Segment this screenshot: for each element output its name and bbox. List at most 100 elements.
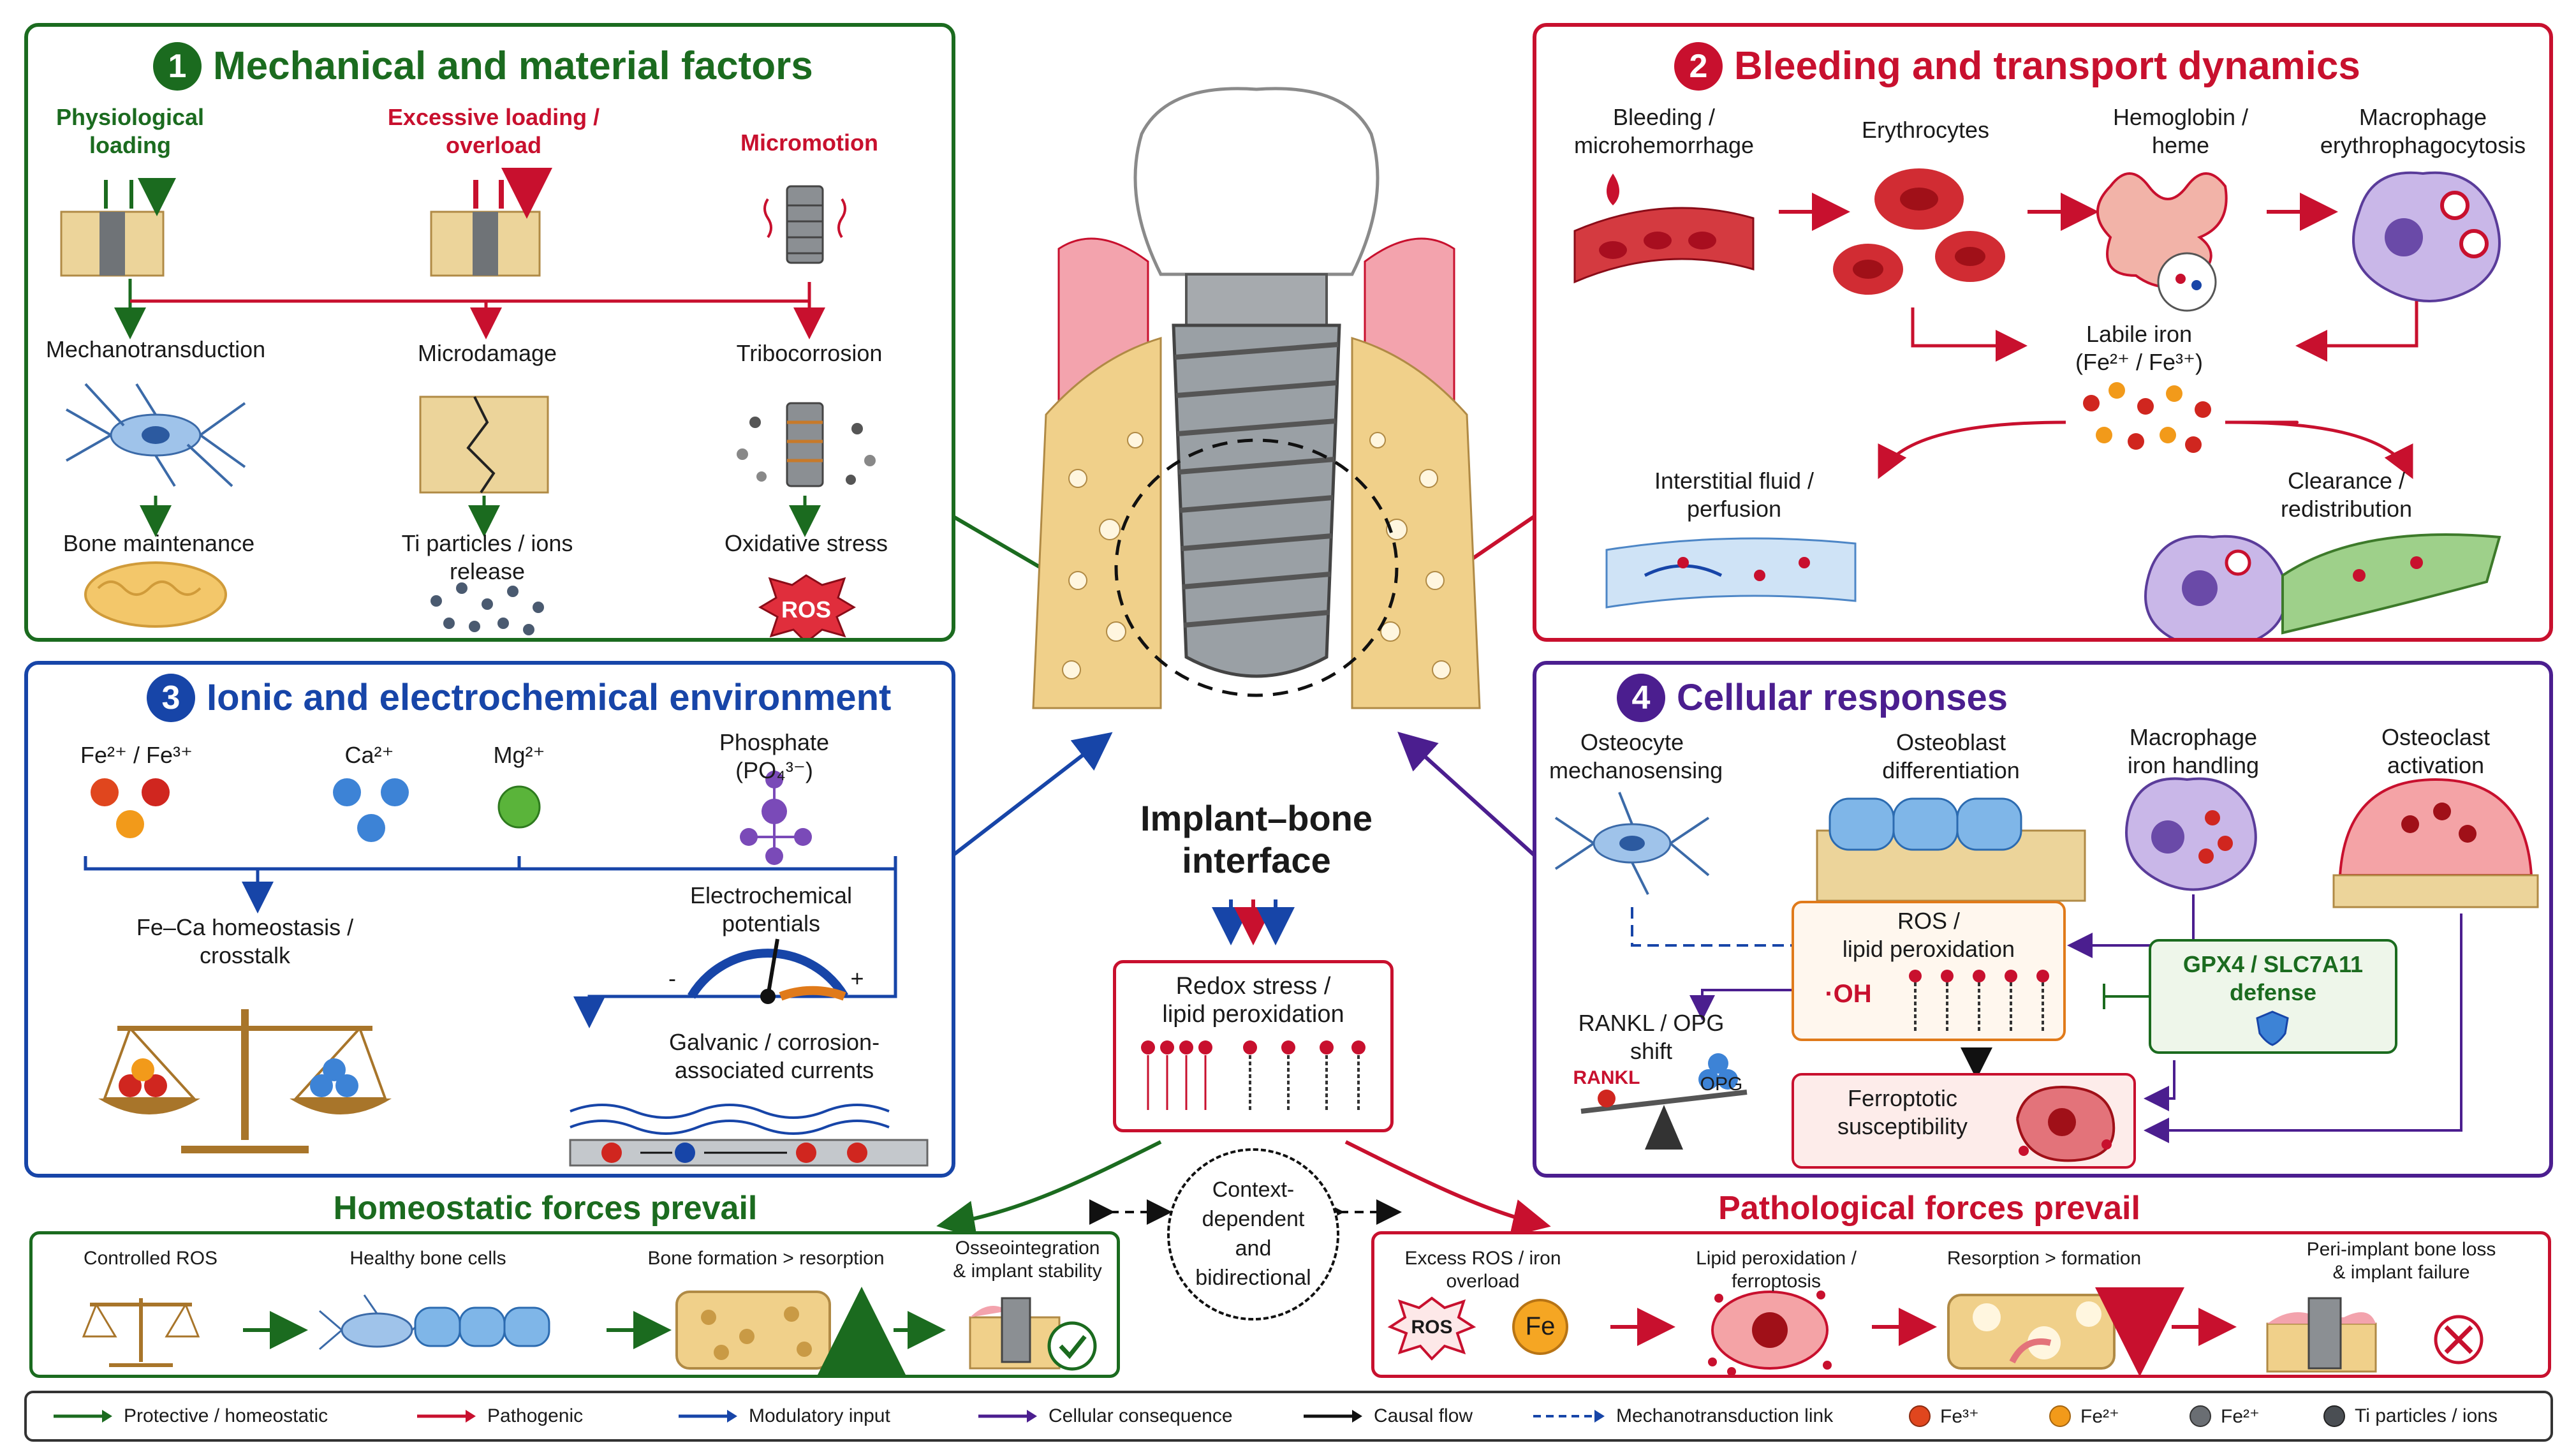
- stable-implant-icon: [969, 1297, 1097, 1371]
- failing-implant-icon: [2266, 1297, 2484, 1373]
- blood-vessel-icon: [1573, 174, 1755, 284]
- osteocyte-icon: [1554, 792, 1710, 895]
- mechanotransduction-label: Mechanotransduction: [45, 336, 266, 362]
- oxidative-stress-label: Oxidative stress: [724, 530, 888, 556]
- legend-ti-label: Ti particles / ions: [2355, 1405, 2498, 1426]
- magnesium-ion-icon: [497, 785, 541, 829]
- small-scale-icon: [82, 1298, 200, 1367]
- ferroptotic-label: Ferroptotic susceptibility: [1837, 1085, 1968, 1139]
- hemoglobin-icon: [2096, 172, 2228, 312]
- galvanic-label: Galvanic / corrosion- associated current…: [668, 1029, 880, 1083]
- bone-texture-icon: [84, 561, 227, 628]
- clearance-cells-icon: [2144, 533, 2501, 638]
- galvanic-current-icon: [569, 1104, 929, 1167]
- macrophage-label: Macrophage erythrophagocytosis: [2320, 104, 2526, 158]
- homeostatic-art: [82, 1287, 1097, 1375]
- ros-label: ROS: [781, 596, 831, 623]
- implant-illustration: [1032, 87, 1481, 709]
- rankl-opg-label: RANKL / OPG shift: [1578, 1010, 1725, 1064]
- macrophage-iron-label: Macrophage iron handling: [2127, 724, 2260, 778]
- panel-3-title: Ionic and electrochemical environment: [207, 677, 892, 718]
- ros-lipid-box: ROS / lipid peroxidation ·OH: [1792, 901, 2066, 1041]
- ros-lipid-label: ROS / lipid peroxidation: [1842, 908, 2015, 962]
- microdamage-label: Microdamage: [417, 340, 557, 366]
- panel-ionic: 3 Ionic and electrochemical environment …: [24, 661, 955, 1178]
- shield-icon: [2256, 1010, 2289, 1046]
- context-circle: [1167, 1148, 1339, 1321]
- bone-loss-label: Peri-implant bone loss & implant failure: [2306, 1239, 2496, 1283]
- legend-pathogenic: Pathogenic: [415, 1401, 583, 1432]
- labile-iron-label: Labile iron (Fe²⁺ / Fe³⁺): [2075, 321, 2203, 375]
- ferroptosis-cell-icon: [1708, 1291, 1832, 1375]
- ros-burst-label: ROS: [1411, 1317, 1453, 1338]
- bleeding-label: Bleeding / microhemorrhage: [1573, 104, 1755, 158]
- panel-1-title: Mechanical and material factors: [213, 44, 813, 88]
- macrophage-iron-icon: [2125, 777, 2257, 891]
- lipid-membrane-icon: [1909, 970, 2049, 1031]
- legend-cellular-label: Cellular consequence: [1049, 1405, 1233, 1426]
- phosphate-label: Phosphate (PO₄³⁻): [719, 729, 830, 783]
- ferroptotic-box: Ferroptotic susceptibility: [1792, 1073, 2136, 1169]
- legend-fe2: Fe²⁺: [2047, 1401, 2119, 1432]
- phosphate-icon: [740, 771, 812, 865]
- healthy-cells-label: Healthy bone cells: [350, 1248, 506, 1269]
- panel-3-badge: 3: [147, 674, 195, 722]
- ros-burst-icon: [758, 574, 856, 638]
- tribocorrosion-label: Tribocorrosion: [736, 340, 883, 366]
- oh-label: ·OH: [1825, 980, 1872, 1008]
- healthy-cells-icon: [319, 1294, 550, 1350]
- physiological-loading-icon: [60, 180, 163, 277]
- dense-bone-icon: [675, 1291, 831, 1370]
- pathological-art: [1387, 1287, 2484, 1375]
- macrophage-icon: [2352, 171, 2501, 302]
- panel-ionic-art: [84, 771, 929, 1167]
- mg-label: Mg²⁺: [493, 742, 545, 768]
- panel-bleeding: 2 Bleeding and transport dynamics Bleedi…: [1533, 23, 2553, 642]
- bone-maintenance-label: Bone maintenance: [63, 530, 255, 556]
- erythrocytes-label: Erythrocytes: [1861, 117, 1990, 143]
- legend-black-arrow-icon: [1304, 1410, 1362, 1423]
- homeostatic-box: Controlled ROS Healthy bone cells Bone f…: [29, 1231, 1120, 1378]
- legend-mechano: Mechanotransduction link: [1531, 1401, 1833, 1432]
- redox-label: Redox stress / lipid peroxidation: [1162, 973, 1344, 1028]
- legend-ti: Ti particles / ions: [2322, 1401, 2498, 1432]
- homeostatic-title: Homeostatic forces prevail: [333, 1190, 758, 1227]
- feca-label: Fe–Ca homeostasis / crosstalk: [136, 914, 354, 968]
- osteoclast-label: Osteoclast activation: [2381, 724, 2491, 778]
- potential-gauge-icon: [688, 938, 848, 1004]
- osseointegration-label: Osseointegration & implant stability: [953, 1238, 1102, 1282]
- rankl-opg-seesaw-icon: [1580, 1053, 1748, 1150]
- redox-lipid-icon: [1141, 1040, 1365, 1110]
- legend-fe2b-label: Fe²⁺: [2221, 1405, 2260, 1427]
- fe-coin-label: Fe: [1525, 1312, 1556, 1340]
- plus-label: +: [850, 965, 864, 991]
- micromotion-icon: [763, 185, 846, 264]
- legend-green-arrow-icon: [54, 1410, 112, 1423]
- panel-mechanical-art: [60, 27, 876, 638]
- panel-1-badge: 1: [153, 42, 202, 91]
- legend-red-arrow-icon: [417, 1410, 476, 1423]
- rankl-label: RANKL: [1573, 1067, 1640, 1088]
- pathological-title: Pathological forces prevail: [1718, 1190, 2140, 1227]
- gpx4-label: GPX4 / SLC7A11 defense: [2182, 951, 2364, 1005]
- osteocyte-label: Osteocyte mechanosensing: [1549, 729, 1723, 783]
- legend-causal-label: Causal flow: [1374, 1405, 1473, 1426]
- tribocorrosion-icon: [737, 402, 876, 487]
- legend-fe2-dot-icon: [2049, 1405, 2071, 1427]
- controlled-ros-label: Controlled ROS: [83, 1248, 218, 1269]
- calcium-ions-icon: [333, 778, 409, 842]
- panel-4-badge: 4: [1617, 674, 1665, 722]
- legend-protective: Protective / homeostatic: [51, 1401, 328, 1432]
- pathological-box: Excess ROS / iron overload ROS Fe Lipid …: [1371, 1231, 2551, 1378]
- osteocyte-neuron-icon: [66, 383, 246, 487]
- legend-fe3-dot-icon: [1909, 1405, 1931, 1427]
- legend-causal: Causal flow: [1301, 1401, 1473, 1432]
- overload-icon: [430, 180, 540, 277]
- legend-ti-dot-icon: [2323, 1405, 2345, 1427]
- ti-particles-icon: [431, 582, 544, 635]
- osteoblast-icon: [1816, 797, 2086, 902]
- legend-mechano-label: Mechanotransduction link: [1616, 1405, 1834, 1426]
- panel-cellular: 4 Cellular responses Osteocyte mechanose…: [1533, 661, 2553, 1178]
- labile-iron-dots-icon: [2083, 382, 2211, 453]
- panel-bleeding-art: [1573, 168, 2501, 638]
